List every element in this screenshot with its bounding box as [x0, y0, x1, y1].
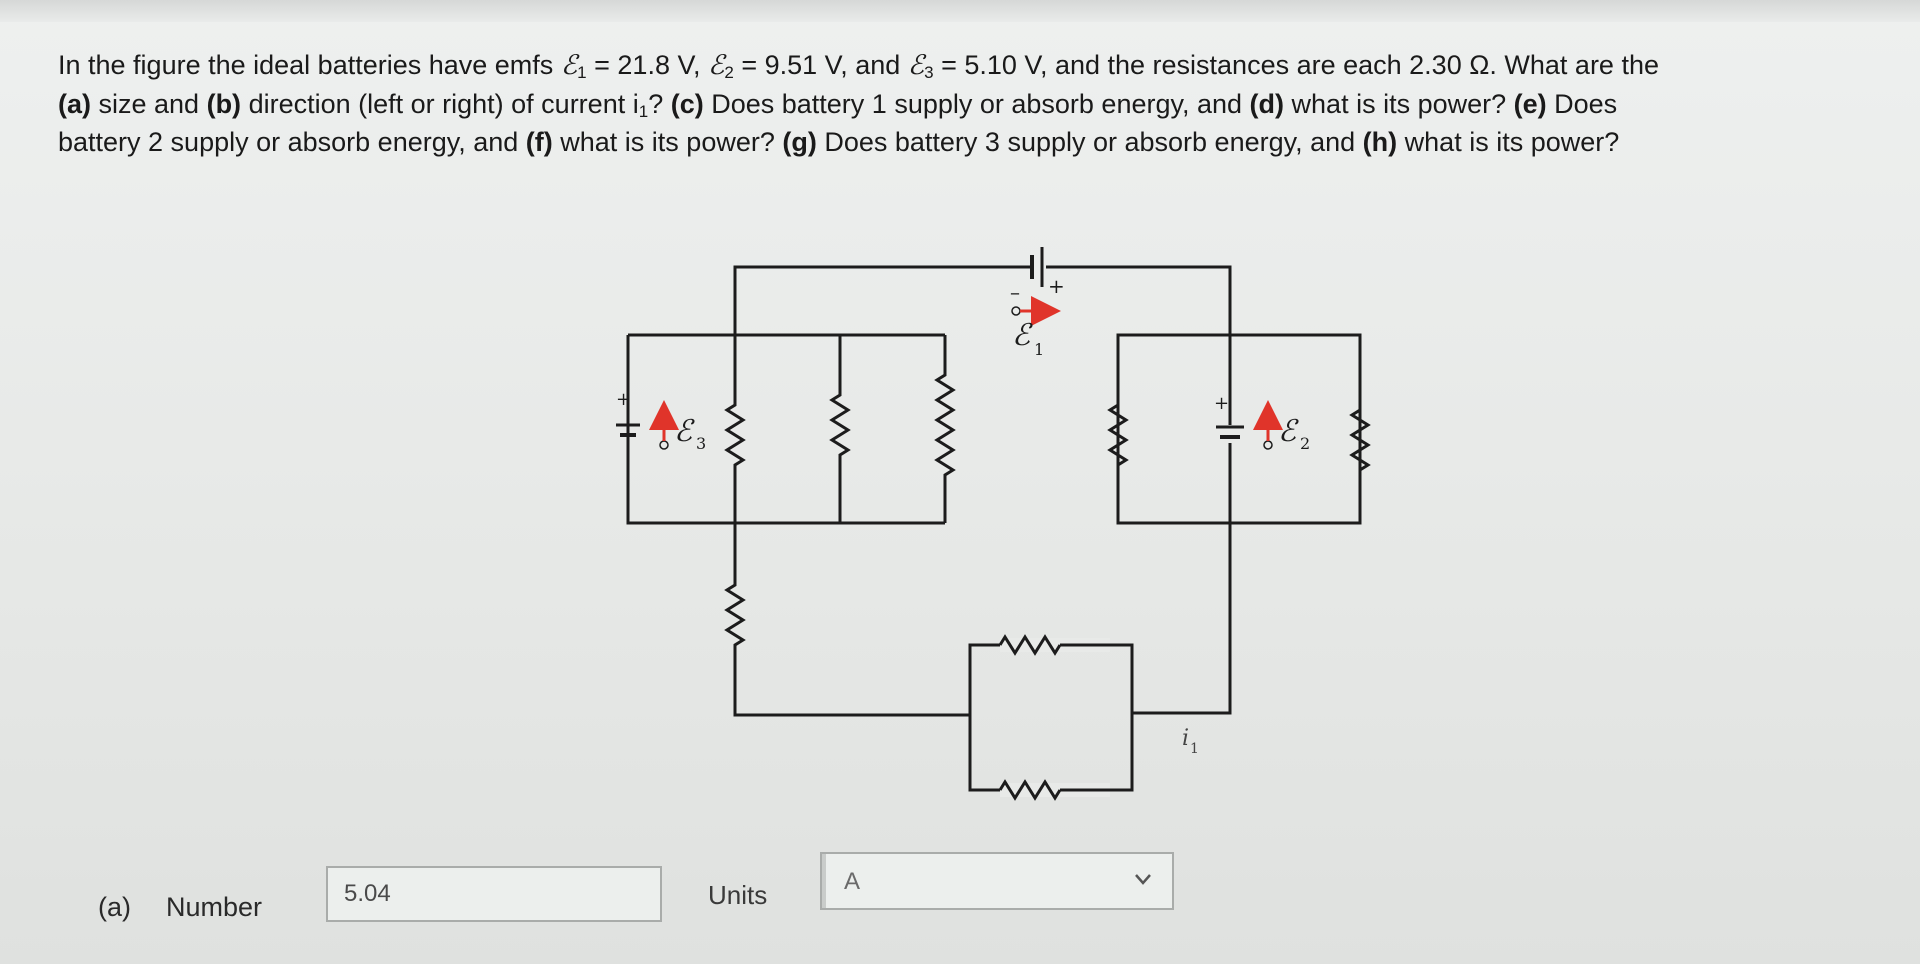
battery-e1: + – ℰ 1: [1010, 247, 1065, 359]
select-left-edge: [822, 854, 826, 908]
text-d: what is its power?: [1284, 89, 1514, 119]
wire-top-right: [1046, 265, 1232, 335]
text-3a: battery 2 supply or absorb energy, and: [58, 127, 526, 157]
e2-plus-sign: +: [1214, 393, 1229, 414]
i1-sub: 1: [1190, 741, 1199, 757]
resistor-lower: [724, 523, 970, 717]
emf1-sub: 1: [577, 63, 587, 82]
wire-top-left: [733, 265, 1030, 327]
e3-plus-sign: +: [616, 389, 631, 410]
resistor-parallel-top: [998, 634, 1062, 656]
e3-sub: 3: [696, 434, 706, 453]
part-h-label: (h): [1362, 127, 1398, 157]
part-c-label: (c): [670, 89, 704, 119]
e1-sub: 1: [1034, 340, 1044, 359]
emf3-symbol: ℰ: [907, 50, 925, 81]
part-f-label: (f): [525, 127, 553, 157]
answer-part-label: (a): [98, 892, 131, 922]
current-i1: i 1: [1182, 726, 1199, 757]
emf3-sub: 3: [924, 63, 934, 82]
emf2-sub: 2: [724, 63, 734, 82]
text-e: Does: [1546, 89, 1618, 119]
question-line-2: (a) size and (b) direction (left or righ…: [58, 85, 1848, 123]
answer-row-a: (a) Number Units A: [98, 852, 1198, 932]
question-intro: In the figure the ideal batteries have e…: [58, 50, 554, 80]
part-g-label: (g): [782, 127, 817, 157]
e2-dot: [1263, 440, 1273, 450]
question-line-3: battery 2 supply or absorb energy, and (…: [58, 123, 1848, 161]
emf2-symbol: ℰ: [708, 50, 725, 81]
i1-label: i: [1182, 726, 1189, 751]
circuit-figure: + – ℰ 1 + ℰ 3 + ℰ 2 i: [600, 245, 1380, 820]
resistor-parallel-bottom: [998, 779, 1062, 801]
question-line-1: In the figure the ideal batteries have e…: [58, 46, 1848, 85]
text-c: Does battery 1 supply or absorb energy, …: [703, 89, 1250, 119]
emf3-value: = 5.10 V, and the resistances are each 2…: [933, 50, 1659, 80]
resistor-right-2: [1349, 335, 1371, 523]
browser-top-strip: [0, 0, 1920, 22]
part-b-label: (b): [206, 89, 242, 119]
wire-right-box: [1116, 333, 1362, 525]
emf2-value: = 9.51 V, and: [733, 50, 901, 80]
e1-minus-sign: –: [1010, 280, 1020, 304]
e1-dot: [1011, 306, 1021, 316]
text-3b: what is its power?: [552, 127, 783, 157]
wire-parallel-box: [968, 643, 1134, 792]
units-label: Units: [708, 880, 768, 910]
circuit-diagram: + – ℰ 1 + ℰ 3 + ℰ 2 i: [616, 247, 1371, 801]
number-input[interactable]: [326, 866, 662, 922]
e1-plus-sign: +: [1048, 274, 1065, 298]
battery-e2: + ℰ 2: [1214, 393, 1310, 453]
circuit-wires: [626, 265, 1371, 792]
part-e-label: (e): [1513, 89, 1547, 119]
e1-label: ℰ: [1012, 318, 1033, 353]
e2-sub: 2: [1300, 434, 1310, 453]
text-3d: what is its power?: [1397, 127, 1620, 157]
part-a-label: (a): [58, 89, 91, 119]
units-selected-value: A: [844, 868, 861, 895]
emf1-symbol: ℰ: [560, 50, 578, 81]
battery-e3: + ℰ 3: [616, 389, 706, 453]
text-a: size and: [91, 89, 207, 119]
resistor-left-1: [724, 335, 746, 523]
resistor-left-3: [934, 335, 956, 523]
current-sub: 1: [638, 102, 649, 121]
chevron-down-icon: [1135, 874, 1151, 885]
text-b: direction (left or right) of current i: [241, 89, 639, 119]
resistor-right-1: [1107, 335, 1129, 523]
resistor-left-2: [829, 335, 851, 523]
e3-label: ℰ: [674, 414, 695, 449]
number-label: Number: [166, 892, 263, 922]
units-select[interactable]: A: [820, 852, 1174, 910]
emf1-value: = 21.8 V,: [586, 50, 701, 80]
question-text: In the figure the ideal batteries have e…: [58, 46, 1848, 161]
e2-label: ℰ: [1278, 414, 1299, 449]
text-b2: ?: [648, 89, 671, 119]
wire-right-down: [1132, 523, 1232, 715]
part-d-label: (d): [1249, 89, 1285, 119]
parallel-resistors: [970, 634, 1132, 801]
text-3c: Does battery 3 supply or absorb energy, …: [816, 127, 1363, 157]
e3-dot: [659, 440, 669, 450]
